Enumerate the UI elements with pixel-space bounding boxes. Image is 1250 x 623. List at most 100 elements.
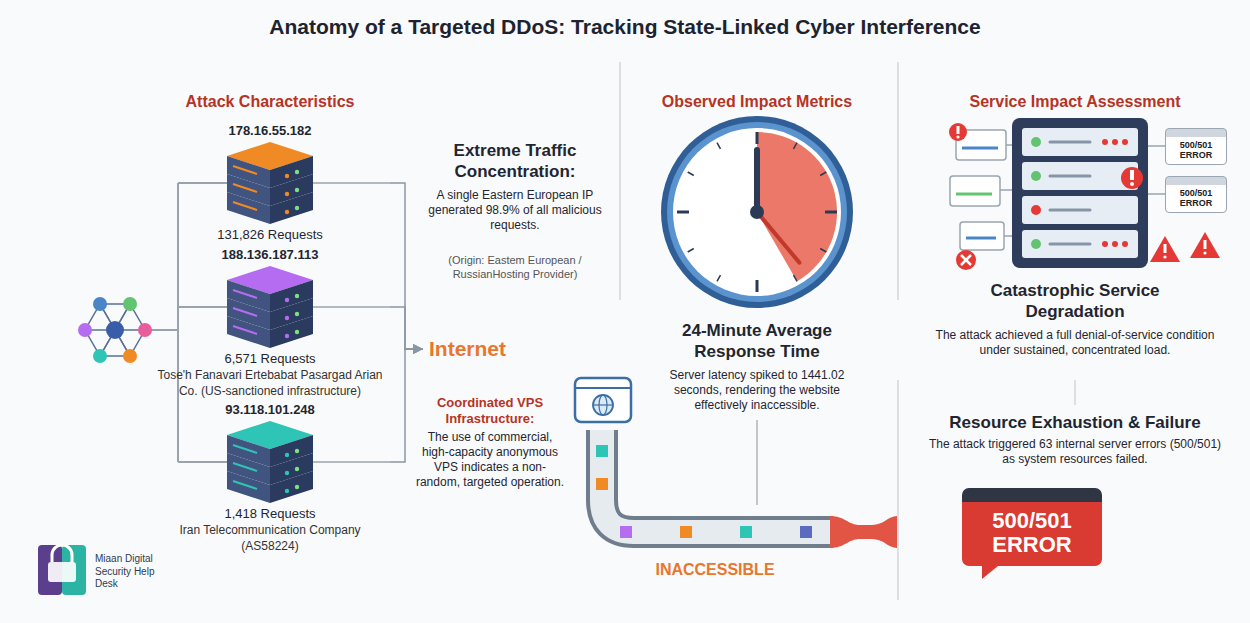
node-text: 500/501 ERROR [970,509,1094,557]
pipe-illustration [596,478,608,490]
server-rack [1130,170,1134,180]
pipe-illustration [602,430,830,532]
clock-icon [661,116,853,308]
server-rack [1148,145,1165,147]
server-rack [961,255,971,265]
server-rack [1150,236,1180,262]
request-count: 131,826 Requests [150,227,390,243]
server-rack [1031,137,1041,147]
clock-icon [757,132,837,281]
server-node: 93.118.101.2481,418 RequestsIran Telecom… [150,402,390,554]
network-hub [138,323,152,337]
server-rack [956,193,992,196]
pipe-illustration [602,430,832,532]
clock-icon [688,249,694,253]
clock-icon [794,275,798,281]
section-heading: Service Impact Assessment [925,92,1225,112]
section-heading: Observed Impact Metrics [627,92,887,112]
network-hub [85,304,145,356]
server-rack [1050,175,1090,178]
server-node: 178.16.55.182 131,826 Requests [150,123,390,243]
clock-icon [661,116,853,308]
pipe-illustration [740,526,752,538]
impact-body: The attack triggered 63 internal server … [925,437,1225,467]
server-icon [227,142,313,224]
clock-icon [794,143,798,149]
metric-body: Server latency spiked to 1441.02 seconds… [647,368,867,413]
server-rack [1148,193,1165,195]
server-rack [1050,142,1090,244]
server-rack [1204,240,1207,249]
node-text: 500/501 ERROR [1169,188,1223,209]
clock-icon [717,143,721,149]
callout-heading: Extreme Traffic Concentration: [415,140,615,183]
server-rack [949,123,967,141]
callout-body: The use of commercial, high-capacity ano… [415,430,565,490]
node-text: Internet [429,337,506,361]
ip-address: 188.136.187.113 [150,247,390,263]
server-rack [1050,209,1090,212]
server-rack [1050,243,1090,246]
section-heading: Attack Characteristics [140,92,400,112]
diagram-title: Anatomy of a Targeted DDoS: Tracking Sta… [75,14,1175,40]
logo-icon [48,562,76,582]
network-hub [93,349,107,363]
pipe-illustration [830,516,897,548]
network-hub [78,323,92,337]
clock-icon [673,128,841,296]
logo-icon [52,545,72,562]
server-rack [1004,235,1012,237]
request-count: 1,418 Requests [150,506,390,522]
server-stub [313,461,390,463]
clock-icon [756,132,759,144]
logo-icon [38,545,86,595]
server-rack [961,255,971,265]
server-rack [957,126,960,134]
server-rack [1163,255,1166,258]
impact-heading: Catastrophic Service Degradation [955,280,1195,323]
callout-note: (Origin: Eastem European / RussianHostin… [415,254,615,282]
server-stub [313,182,390,184]
server-rack [1102,241,1108,247]
server-rack [1102,139,1128,247]
speech-tail [982,566,998,579]
clock-icon [677,132,837,292]
server-rack [1031,171,1041,181]
pipe-illustration [575,387,631,389]
network-hub [93,297,107,311]
column-separator [897,62,898,300]
network-hub [123,297,137,311]
ip-address: 178.16.55.182 [150,123,390,139]
server-rack [1203,251,1206,254]
server-icon [227,421,313,503]
pipe-illustration [593,404,613,405]
clock-icon [667,122,847,302]
pipe-illustration [596,445,608,457]
clock-icon [688,172,694,176]
server-rack [966,237,996,240]
icon-slot [150,263,390,351]
server-rack [1190,232,1220,258]
connector-line [390,307,423,349]
server-icon [227,266,313,348]
ip-address: 93.118.101.248 [150,402,390,418]
pipe-illustration [680,526,692,538]
node-text: 500/501 ERROR [1169,140,1223,161]
clock-icon [820,172,826,176]
column-separator [1074,380,1075,405]
server-rack [1164,244,1167,253]
clock-icon [756,280,759,292]
clock-icon [677,211,689,214]
network-hub [178,461,227,463]
impact-body: The attack achieved a full denial-of-ser… [925,328,1225,358]
error-window: 500/501 ERROR [962,488,1102,566]
network-hub [178,182,227,184]
network-hub [106,321,124,339]
network-hub [78,183,227,462]
server-rack [1006,144,1012,146]
server-rack [1022,162,1138,190]
network-hub [100,304,130,356]
pipe-illustration [800,526,812,538]
